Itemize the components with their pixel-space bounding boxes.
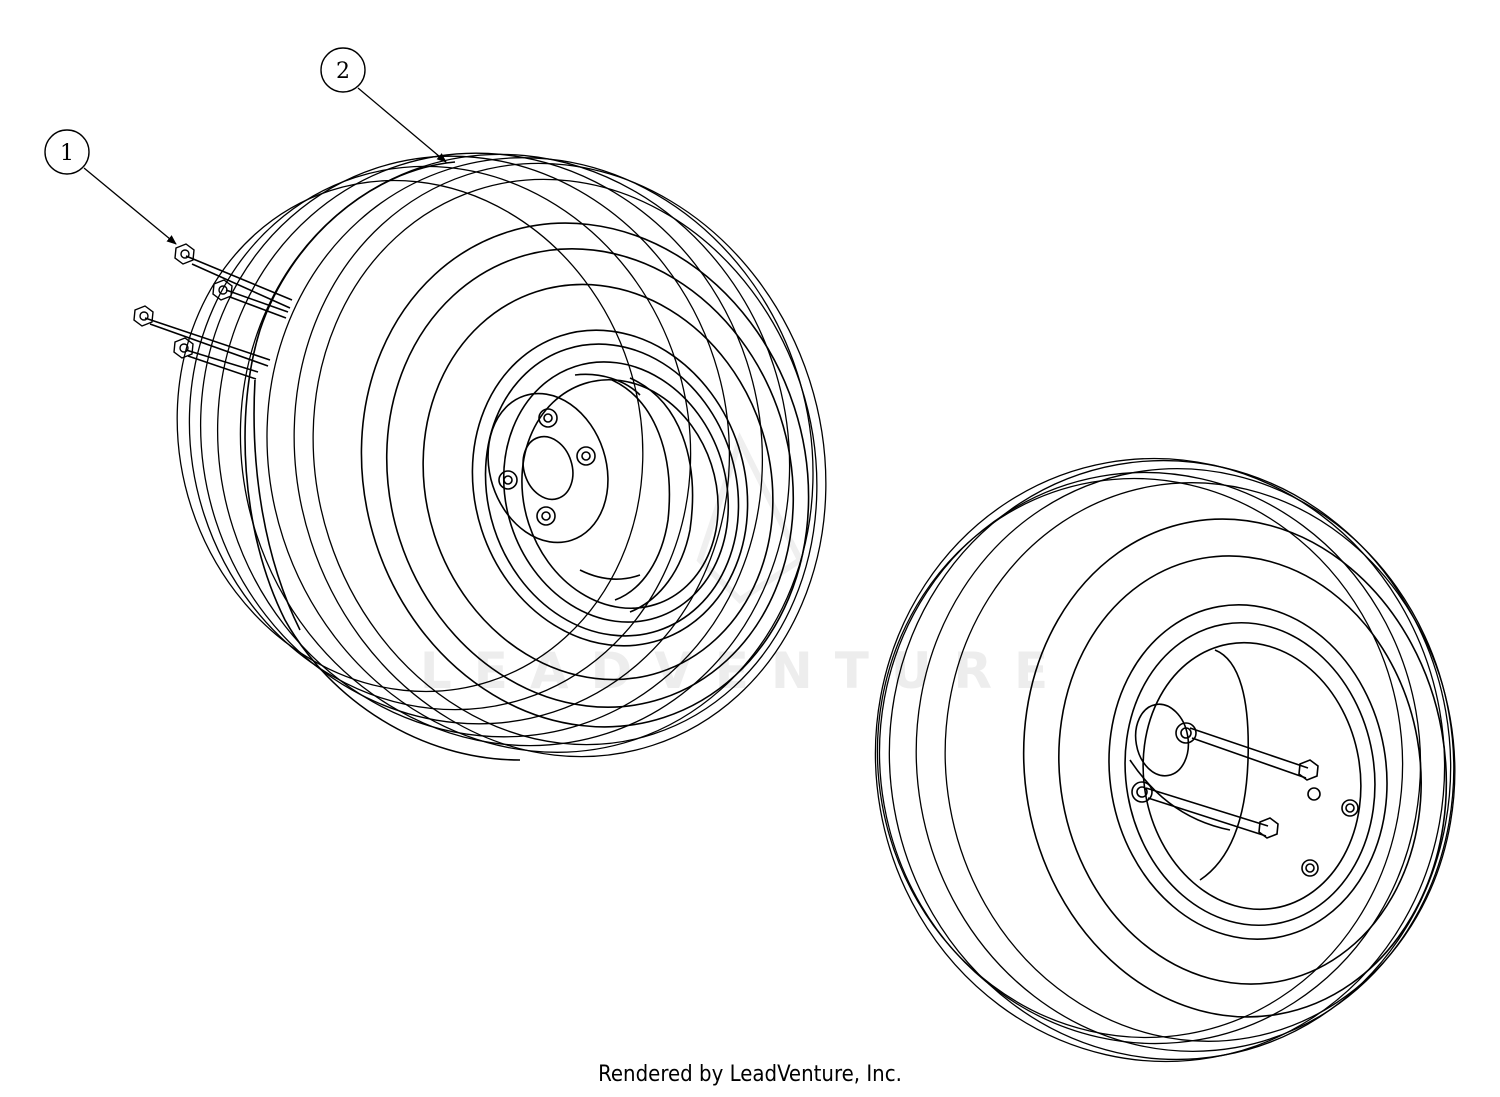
right-rim <box>1108 604 1388 940</box>
right-wheel <box>874 457 1456 1063</box>
left-wheel <box>133 152 827 761</box>
watermark-text: LEADVENTURE <box>420 642 1070 700</box>
callout-2-label: 2 <box>336 59 350 84</box>
left-rim <box>471 329 749 647</box>
callout-1: 1 <box>44 129 177 245</box>
right-tread <box>874 457 1456 1063</box>
callout-2: 2 <box>320 47 447 163</box>
tread <box>176 152 827 758</box>
studs <box>144 255 293 380</box>
nuts <box>133 243 233 359</box>
watermark: LEADVENTURE <box>420 432 1070 700</box>
render-credit: Rendered by LeadVenture, Inc. <box>598 1062 902 1087</box>
callout-1-label: 1 <box>60 141 74 166</box>
